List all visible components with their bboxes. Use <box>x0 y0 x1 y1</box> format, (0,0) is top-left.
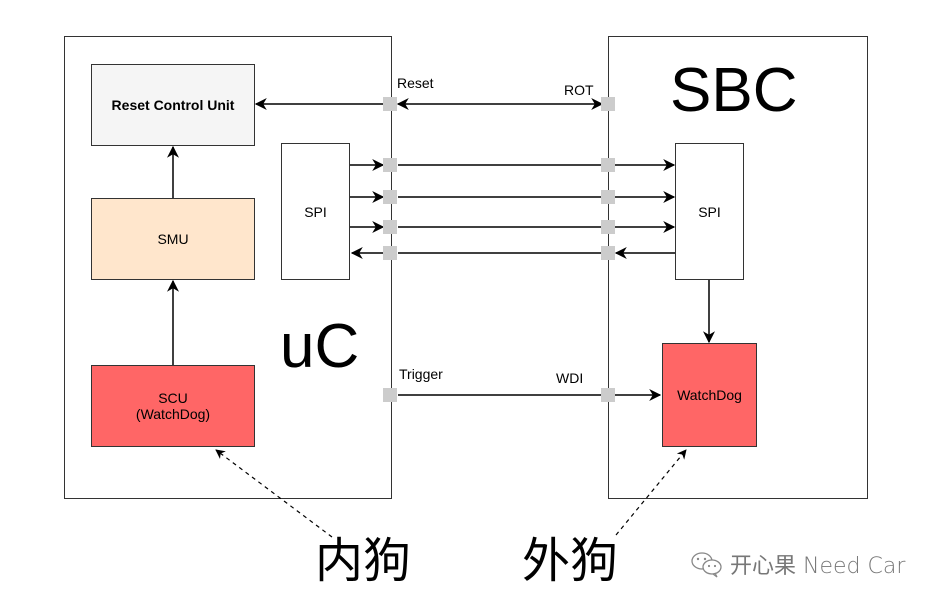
watermark-text: 开心果 Need Car <box>730 554 906 579</box>
port-sbc-spi-4 <box>601 246 615 260</box>
port-rot <box>601 97 615 111</box>
scu-watchdog-block: SCU (WatchDog) <box>91 365 255 447</box>
sbc-watchdog-label: WatchDog <box>677 387 742 403</box>
internal-watchdog-annotation: 内狗 <box>315 533 412 589</box>
reset-control-unit-label: Reset Control Unit <box>111 97 235 113</box>
sbc-title: SBC <box>670 56 798 125</box>
port-uc-spi-4 <box>383 246 397 260</box>
port-wdi <box>601 388 615 402</box>
reset-control-unit-block: Reset Control Unit <box>91 64 255 146</box>
uc-spi-block: SPI <box>281 143 350 280</box>
port-sbc-spi-2 <box>601 190 615 204</box>
sbc-spi-label: SPI <box>698 203 721 220</box>
wdi-signal-label: WDI <box>556 370 584 386</box>
internal-watchdog-pointer <box>215 449 333 538</box>
external-watchdog-pointer <box>615 449 687 536</box>
trigger-signal-label: Trigger <box>399 366 443 382</box>
uc-spi-label: SPI <box>304 203 327 220</box>
smu-block: SMU <box>91 198 255 280</box>
scu-sublabel: (WatchDog) <box>135 406 211 422</box>
external-watchdog-annotation: 外狗 <box>522 533 619 589</box>
port-sbc-spi-1 <box>601 158 615 172</box>
port-uc-spi-1 <box>383 158 397 172</box>
port-sbc-spi-3 <box>601 220 615 234</box>
sbc-watchdog-block: WatchDog <box>662 343 757 447</box>
port-reset <box>383 97 397 111</box>
wechat-icon <box>691 552 722 578</box>
smu-label: SMU <box>157 231 189 247</box>
port-uc-spi-2 <box>383 190 397 204</box>
port-trigger <box>383 388 397 402</box>
uc-title: uC <box>280 312 360 381</box>
scu-label: SCU <box>158 390 188 406</box>
rot-signal-label: ROT <box>564 82 594 98</box>
reset-signal-label: Reset <box>397 75 434 91</box>
port-uc-spi-3 <box>383 220 397 234</box>
watermark: 开心果 Need Car <box>690 548 905 580</box>
sbc-spi-block: SPI <box>675 143 744 280</box>
